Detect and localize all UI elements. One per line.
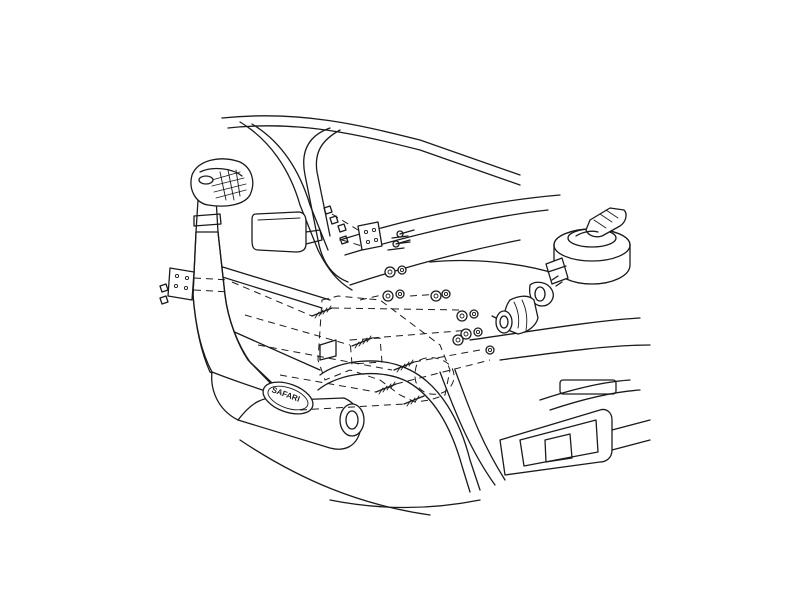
washers-and-nuts <box>382 265 495 355</box>
lower-mounting-bracket <box>159 267 231 305</box>
air-cleaner-assembly <box>545 207 631 285</box>
mounting-studs <box>311 305 425 407</box>
wing-cutout-template <box>317 295 455 403</box>
vehicle-body-outline <box>199 115 651 516</box>
snorkel-logo-badge <box>262 381 314 415</box>
pillar-fasteners <box>392 229 415 248</box>
snorkel-body: SAFARI <box>192 197 365 450</box>
connecting-hose <box>491 275 563 335</box>
alignment-lines <box>231 281 491 411</box>
headlight-assembly <box>499 379 651 476</box>
air-ram-head <box>190 158 254 207</box>
side-mirror <box>251 211 323 253</box>
